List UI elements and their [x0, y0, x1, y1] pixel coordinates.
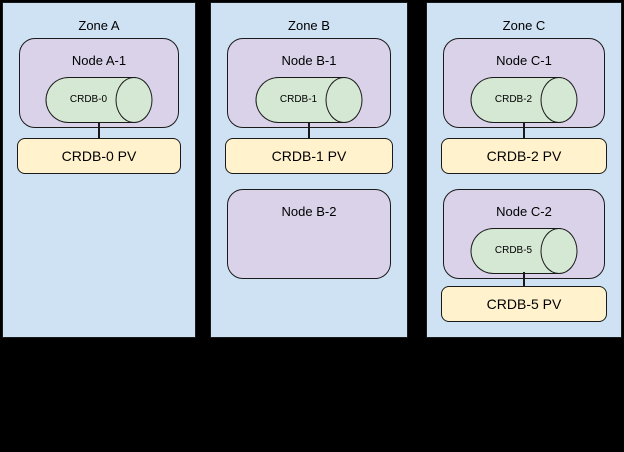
crdb-2-label: CRDB-2 [494, 94, 533, 105]
crdb-0-pv: CRDB-0 PV [17, 138, 181, 174]
crdb-2-pv-label: CRDB-2 PV [486, 148, 562, 164]
zone-a: Zone A Node A-1 CRDB-0 CRDB-0 PV [2, 2, 196, 338]
connector-crdb-1-to-pv [308, 123, 310, 139]
connector-crdb-2-to-pv [523, 123, 525, 139]
crdb-0-cylinder: CRDB-0 [45, 77, 153, 123]
cylinder-cap [115, 77, 153, 123]
crdb-0-label: CRDB-0 [69, 94, 108, 105]
node-b-2-label: Node B-2 [281, 204, 337, 219]
node-c-2-label: Node C-2 [496, 204, 552, 219]
crdb-1-pv: CRDB-1 PV [225, 138, 393, 174]
crdb-1-label: CRDB-1 [279, 94, 318, 105]
node-c-1: Node C-1 CRDB-2 [443, 38, 605, 128]
crdb-5-label: CRDB-5 [494, 245, 533, 256]
crdb-5-pv: CRDB-5 PV [441, 286, 607, 322]
node-c-1-label: Node C-1 [496, 53, 552, 68]
node-b-2: Node B-2 [227, 189, 391, 279]
cylinder-cap [325, 77, 363, 123]
node-a-1: Node A-1 CRDB-0 [19, 38, 179, 128]
connector-crdb-5-to-pv [523, 272, 525, 287]
crdb-2-pv: CRDB-2 PV [441, 138, 607, 174]
node-a-1-label: Node A-1 [71, 53, 127, 68]
crdb-2-cylinder: CRDB-2 [470, 77, 578, 123]
zone-a-title: Zone A [78, 18, 120, 33]
zone-c-title: Zone C [502, 18, 546, 33]
zone-b-title: Zone B [288, 18, 330, 33]
node-b-1-label: Node B-1 [281, 53, 337, 68]
crdb-1-cylinder: CRDB-1 [255, 77, 363, 123]
connector-crdb-0-to-pv [98, 123, 100, 139]
crdb-5-cylinder: CRDB-5 [470, 228, 578, 274]
cylinder-cap [540, 228, 578, 274]
node-c-2: Node C-2 CRDB-5 [443, 189, 605, 279]
crdb-0-pv-label: CRDB-0 PV [61, 148, 137, 164]
node-b-1: Node B-1 CRDB-1 [227, 38, 391, 128]
zone-b: Zone B Node B-1 CRDB-1 CRDB-1 PV Node B-… [210, 2, 408, 338]
crdb-1-pv-label: CRDB-1 PV [271, 148, 347, 164]
crdb-5-pv-label: CRDB-5 PV [486, 296, 562, 312]
cylinder-cap [540, 77, 578, 123]
zone-c: Zone C Node C-1 CRDB-2 CRDB-2 PV Node C-… [426, 2, 622, 338]
